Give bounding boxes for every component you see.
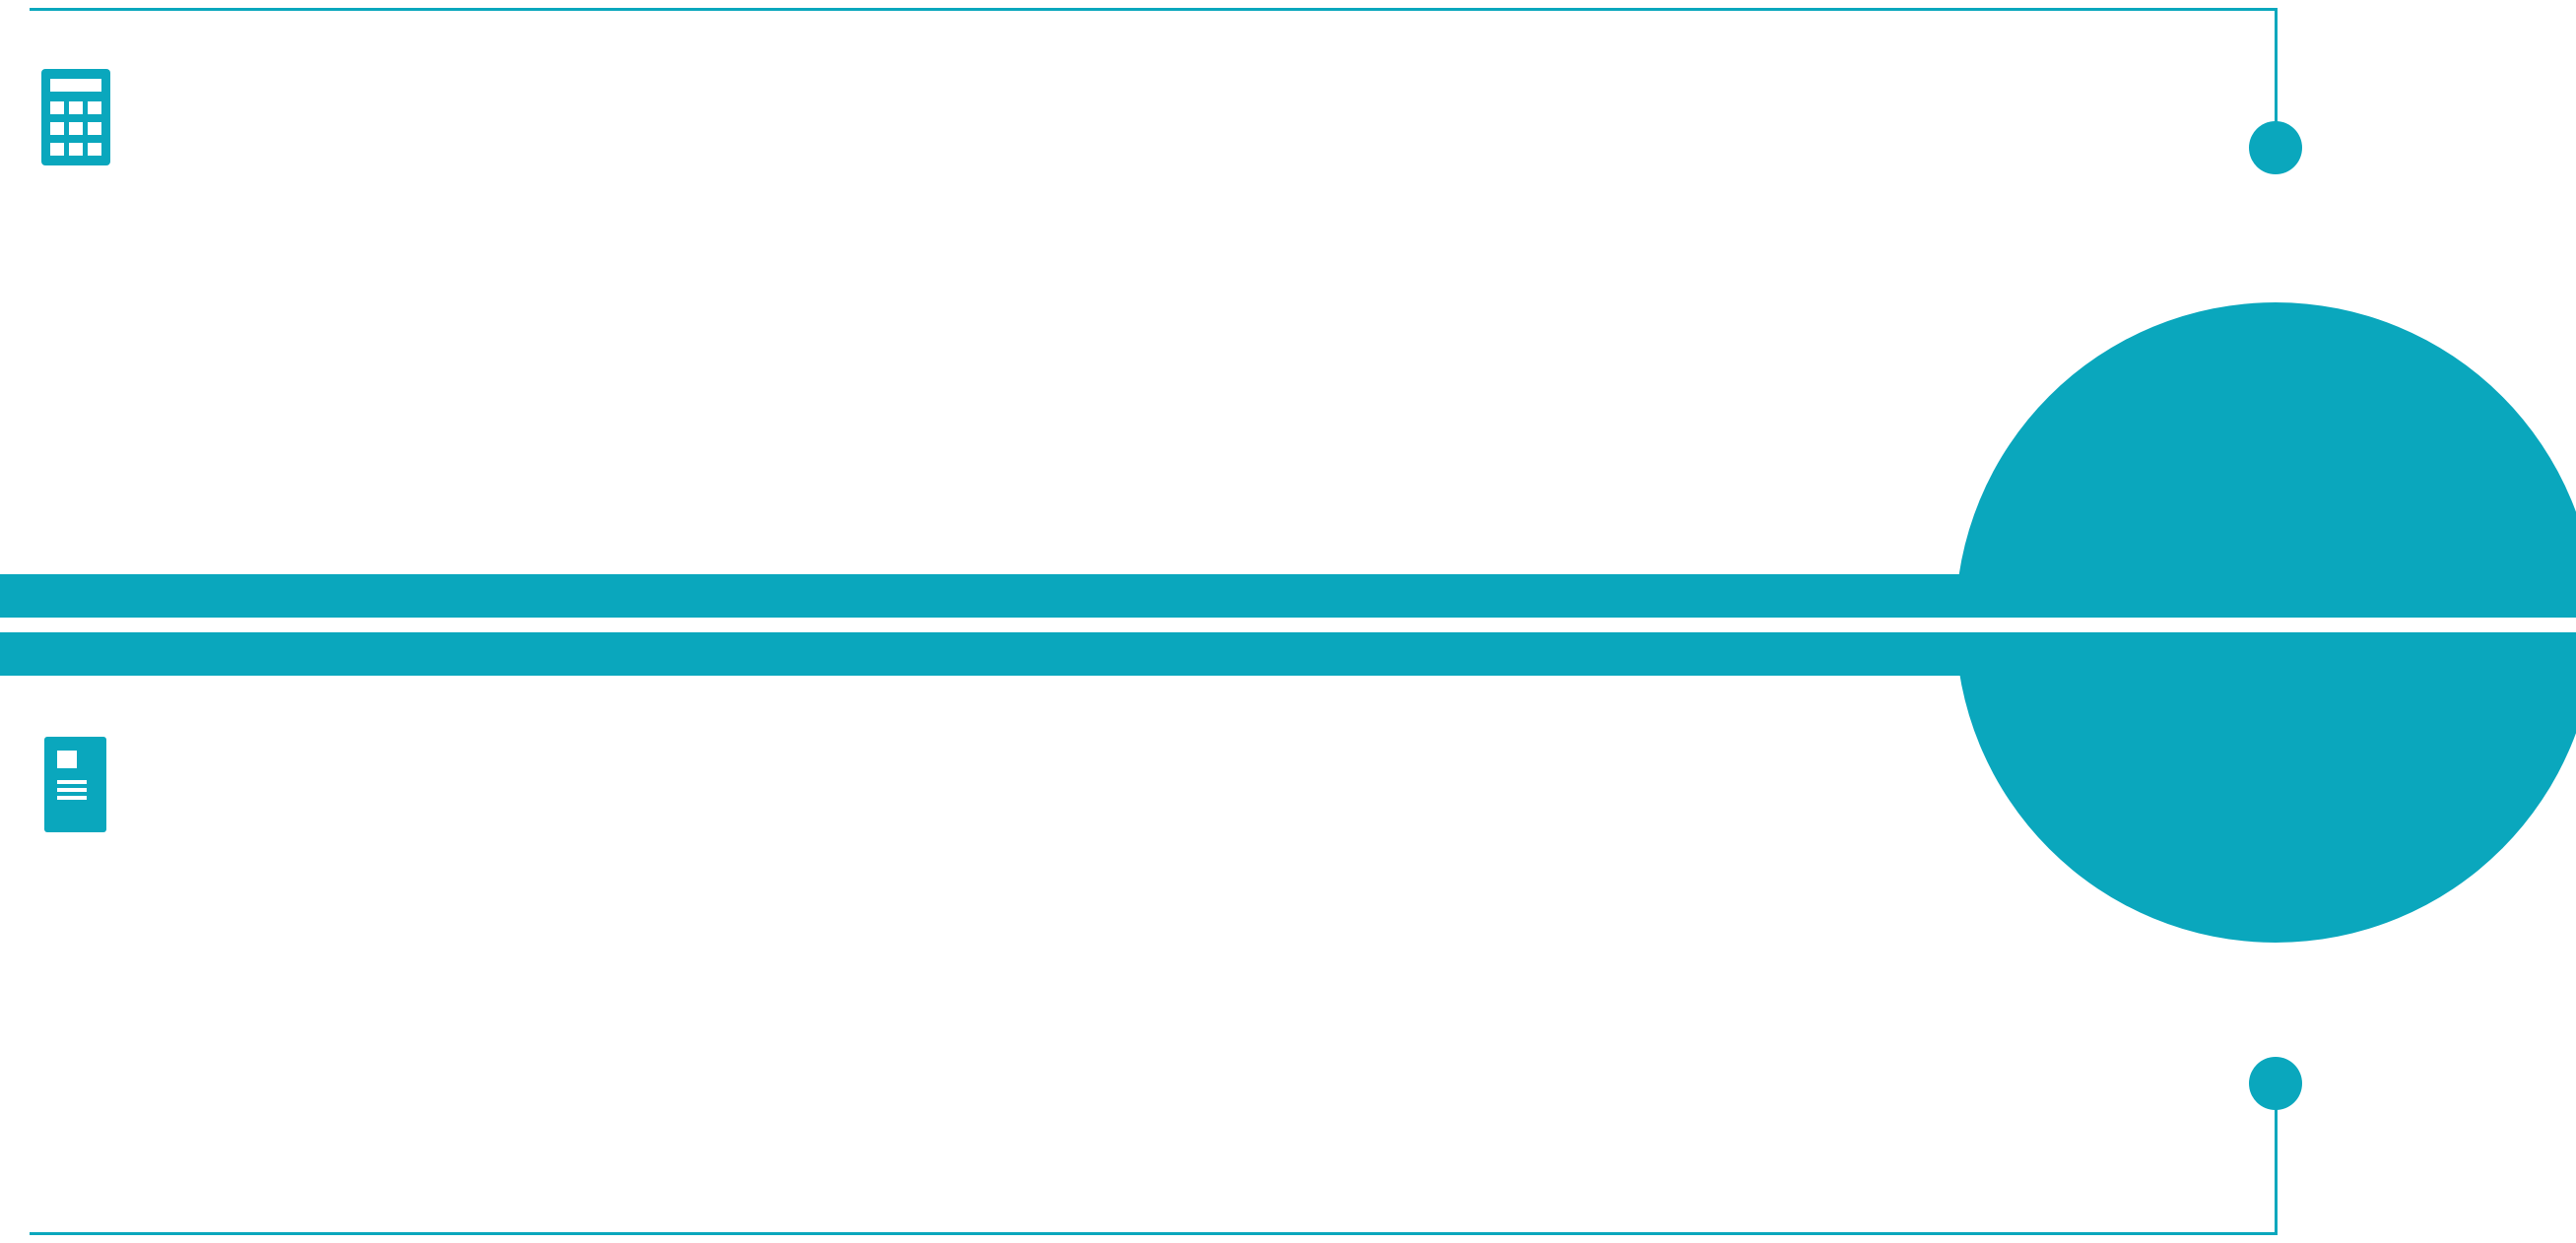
bottom-connector-line (2275, 1109, 2278, 1235)
invoice-icon (44, 737, 106, 832)
horizontal-band-bottom (0, 632, 2276, 676)
calculator-icon (41, 69, 110, 165)
top-connector-dot (2249, 121, 2302, 174)
bottom-connector-dot (2249, 1057, 2302, 1110)
horizontal-band-top (0, 574, 2276, 618)
circle-split-band (1946, 618, 2576, 632)
top-border-line (30, 8, 2278, 11)
bottom-border-line (30, 1232, 2278, 1235)
top-connector-line (2275, 8, 2278, 125)
